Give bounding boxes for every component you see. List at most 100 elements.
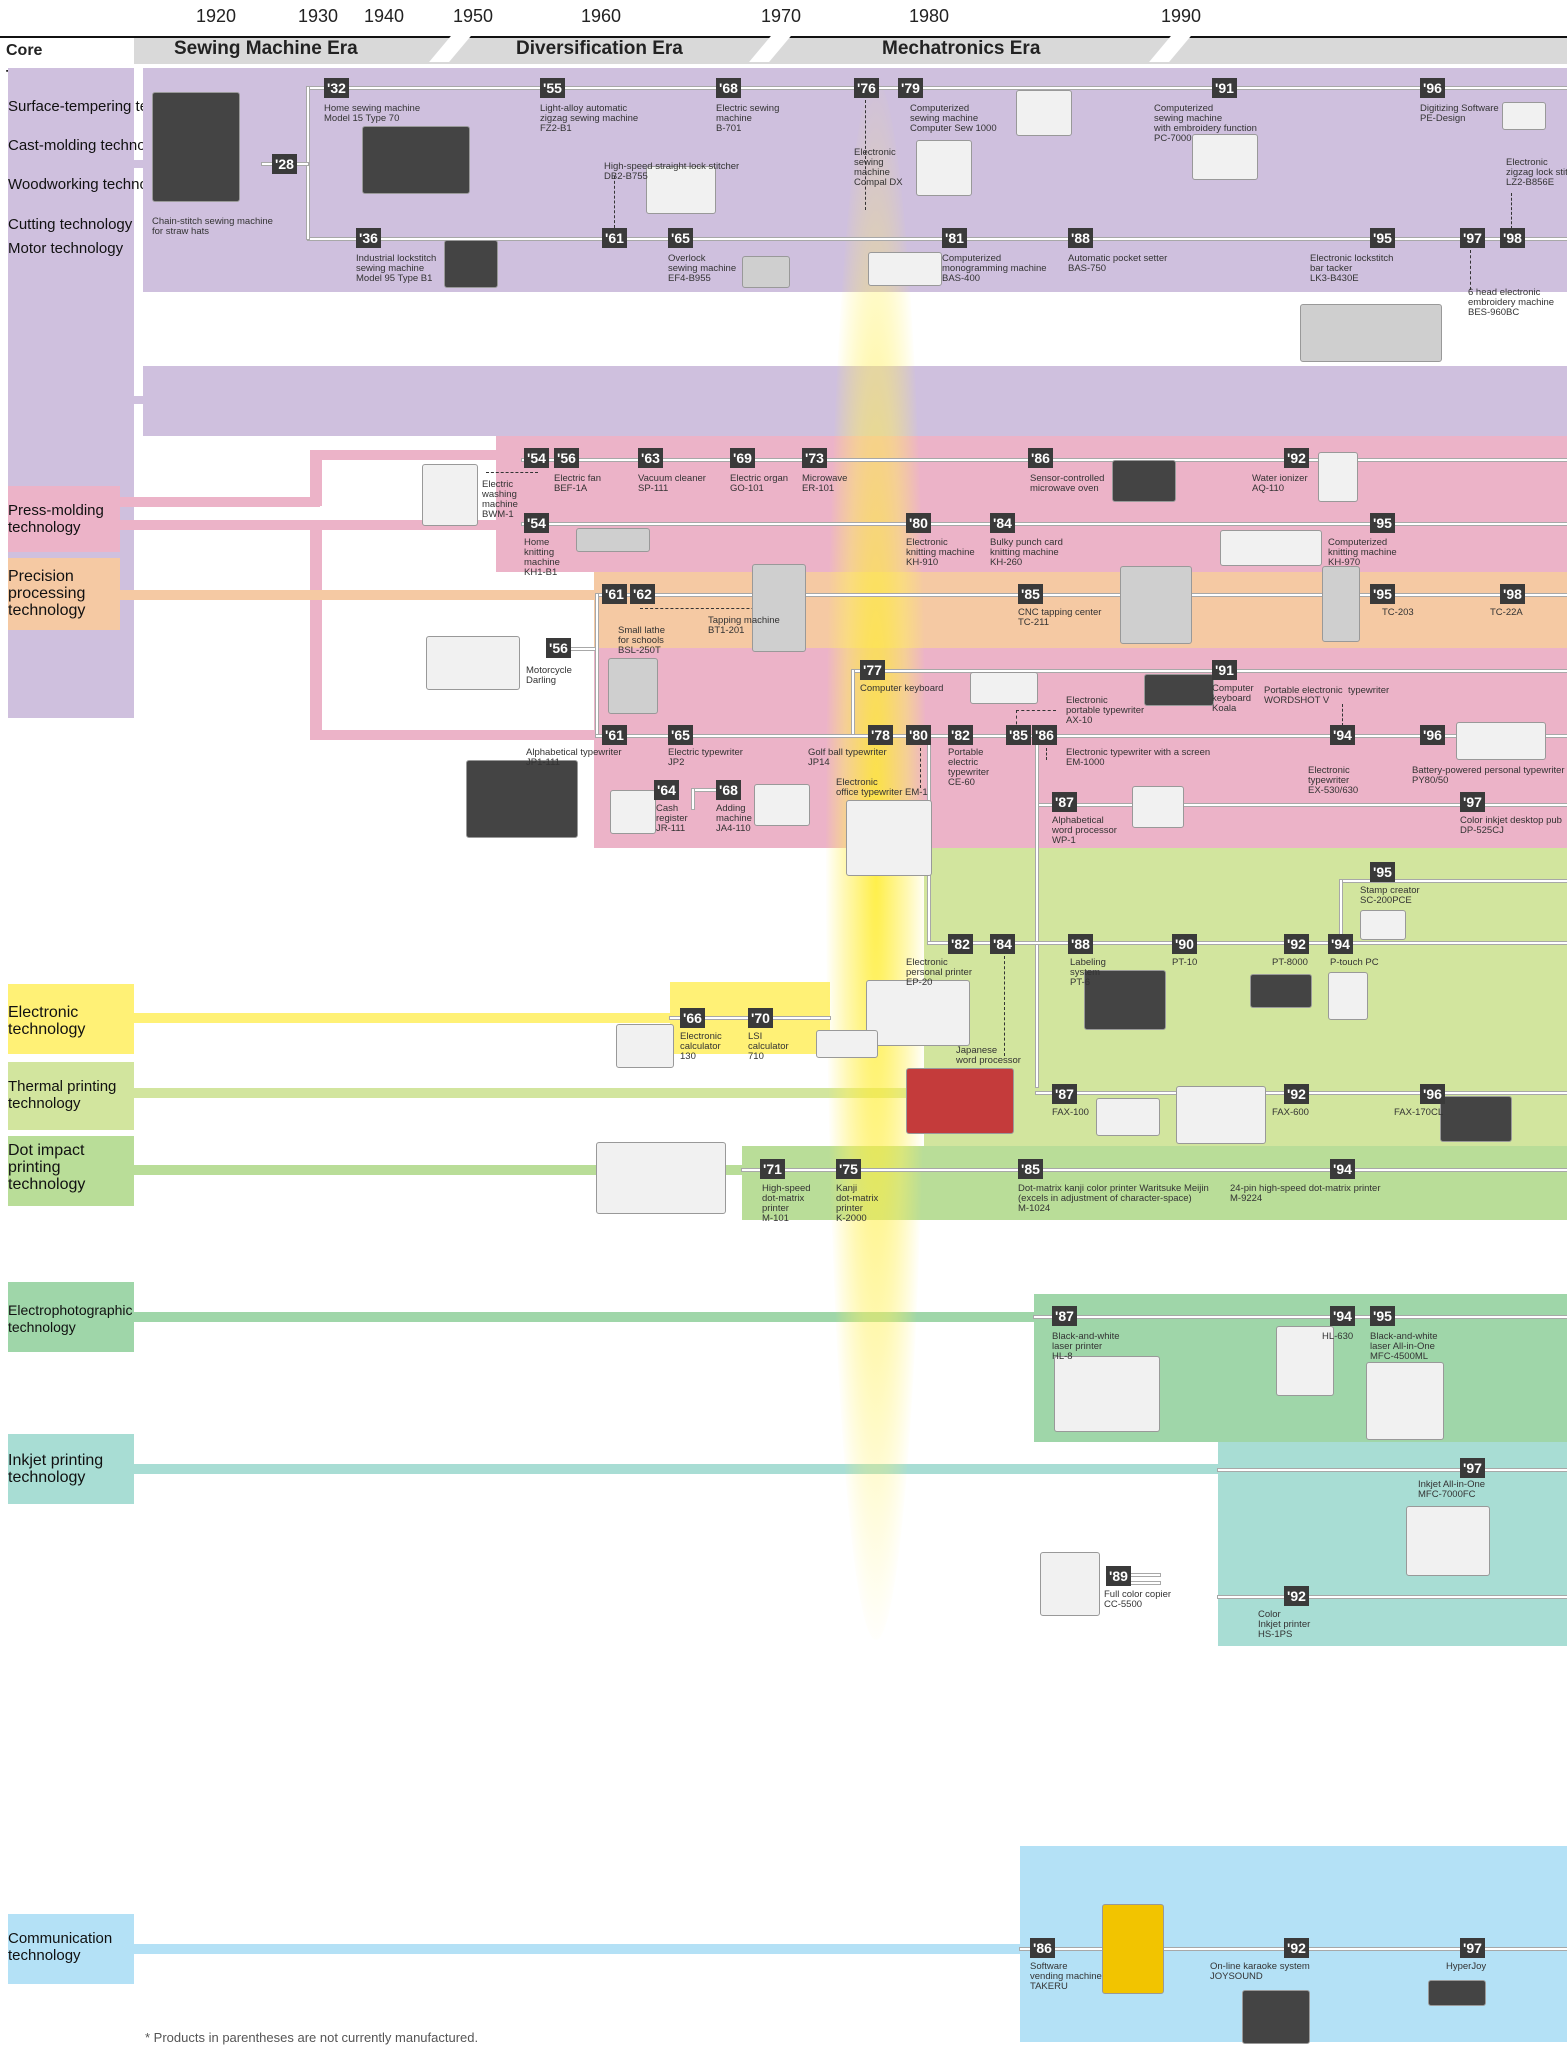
overlock-image xyxy=(742,256,790,288)
dashed-connector xyxy=(614,176,615,228)
computer-sew-image xyxy=(1016,90,1072,136)
product-label: Computerized sewing machine with embroid… xyxy=(1154,103,1257,144)
timeline-line xyxy=(596,735,1567,737)
year-badge: '97 xyxy=(1460,1938,1485,1958)
industrial-lockstitch-image xyxy=(444,240,498,288)
knitting-machine-image xyxy=(576,528,650,552)
footnote: * Products in parentheses are not curren… xyxy=(145,2030,479,2045)
year-badge: '91 xyxy=(1212,660,1237,680)
year-badge: '96 xyxy=(1420,1084,1445,1104)
product-label: Digitizing Software PE-Design xyxy=(1420,103,1499,124)
product-label: Adding machine JA4-110 xyxy=(716,803,752,834)
product-label: High-speed straight lock stitcher DB2-B7… xyxy=(604,161,740,182)
year-badge: '85 xyxy=(1006,725,1031,745)
year-badge: '65 xyxy=(668,228,693,248)
product-label: Software vending machine TAKERU xyxy=(1030,1961,1102,1992)
product-label: Alphabetical typewriter JP1-111 xyxy=(526,747,622,768)
press-connector xyxy=(310,520,322,740)
product-label: Electronic calculator 130 xyxy=(680,1031,722,1062)
bas-400-image xyxy=(868,252,942,286)
dashed-connector xyxy=(1016,710,1017,730)
timeline-line xyxy=(1124,1582,1160,1584)
product-label: Portable electric typewriter CE-60 xyxy=(948,747,990,788)
fax-170cl-image xyxy=(1440,1096,1512,1142)
timeline-line xyxy=(1036,804,1567,806)
category-woodworking: Woodworking technology xyxy=(8,176,176,193)
year-badge: '96 xyxy=(1420,78,1445,98)
product-label: Black-and-white laser printer HL-8 xyxy=(1052,1331,1120,1362)
year-badge: '92 xyxy=(1284,1084,1309,1104)
press-connector xyxy=(310,450,496,460)
category-communication: Communication technology xyxy=(8,1930,113,1964)
press-connector xyxy=(120,497,320,507)
year-label: 1930 xyxy=(298,6,339,26)
timeline-line xyxy=(692,789,694,809)
timeline-line xyxy=(307,87,309,239)
year-badge: '77 xyxy=(860,660,885,680)
fax-600-image xyxy=(1176,1086,1266,1144)
year-badge: '66 xyxy=(680,1008,705,1028)
py80-image xyxy=(1456,722,1546,760)
kh-970-image xyxy=(1220,530,1322,566)
motorcycle-image xyxy=(426,636,520,690)
category-inkjet-printing: Inkjet printing technology xyxy=(8,1452,104,1486)
year-badge: '73 xyxy=(802,448,827,468)
water-ionizer-image xyxy=(1318,452,1358,502)
era-mechatronics: Mechatronics Era xyxy=(882,38,1041,59)
p-touch-pc-image xyxy=(1328,972,1368,1020)
product-label: Computerized knitting machine KH-970 xyxy=(1328,537,1397,568)
year-badge: '61 xyxy=(602,584,627,604)
year-badge: '84 xyxy=(990,934,1015,954)
year-label: 1960 xyxy=(581,6,622,26)
sewing-connector xyxy=(134,160,146,168)
dot-matrix-printer-image xyxy=(596,1142,726,1214)
category-motor: Motor technology xyxy=(8,240,124,257)
category-cast-molding: Cast-molding technology xyxy=(8,137,174,154)
takeru-image xyxy=(1102,1904,1164,1994)
product-label: Golf ball typewriter JP14 xyxy=(808,747,887,768)
washing-machine-image xyxy=(422,464,478,526)
timeline-line xyxy=(308,238,1567,240)
alphabetical-typewriter-image xyxy=(466,760,578,838)
product-label: 6 head electronic embroidery machine BES… xyxy=(1468,287,1555,318)
year-badge: '79 xyxy=(898,78,923,98)
timeline-line xyxy=(1036,735,1038,1087)
product-label: Portable electronic typewriter WORDSHOT … xyxy=(1264,685,1390,706)
product-label: Vacuum cleaner SP-111 xyxy=(638,473,706,494)
timeline-line xyxy=(852,670,854,736)
product-label: Computer keyboard Koala xyxy=(1212,683,1254,714)
product-label: Electronic knitting machine KH-910 xyxy=(906,537,975,568)
year-badge: '61 xyxy=(602,228,627,248)
year-badge: '84 xyxy=(990,513,1015,533)
office-typewriter-image xyxy=(846,800,932,876)
year-badge: '69 xyxy=(730,448,755,468)
year-badge: '94 xyxy=(1330,1159,1355,1179)
compal-dx-image xyxy=(916,140,972,196)
year-badge: '82 xyxy=(948,725,973,745)
straight-lock-stitcher-image xyxy=(646,166,716,214)
era-diversification: Diversification Era xyxy=(516,38,683,59)
product-label: Electric organ GO-101 xyxy=(730,473,789,494)
year-badge: '88 xyxy=(1068,228,1093,248)
product-label: Overlock sewing machine EF4-B955 xyxy=(668,253,737,284)
year-badge: '70 xyxy=(748,1008,773,1028)
timeline-line xyxy=(596,594,1567,596)
hyperjoy-image xyxy=(1428,1980,1486,2006)
product-label: CNC tapping center TC-211 xyxy=(1018,607,1102,628)
category-press-molding: Press-molding technology xyxy=(8,502,104,536)
inkjet-connector xyxy=(134,1464,1218,1474)
full-color-copier-image xyxy=(1040,1552,1100,1616)
timeline-line xyxy=(1034,1316,1567,1318)
timeline-line xyxy=(1124,1574,1160,1576)
product-label: PT-8000 xyxy=(1272,957,1308,968)
small-lathe-image xyxy=(608,658,658,714)
category-cutting: Cutting technology xyxy=(8,216,133,233)
year-badge: '95 xyxy=(1370,228,1395,248)
dashed-connector xyxy=(1470,250,1471,290)
pt-8000-image xyxy=(1250,974,1312,1008)
product-label: Color Inkjet printer HS-1PS xyxy=(1258,1609,1311,1640)
product-label: Electric fan BEF-1A xyxy=(554,473,601,494)
timeline-line xyxy=(928,942,1567,944)
year-badge: '89 xyxy=(1106,1566,1131,1586)
cash-register-image xyxy=(610,790,656,834)
